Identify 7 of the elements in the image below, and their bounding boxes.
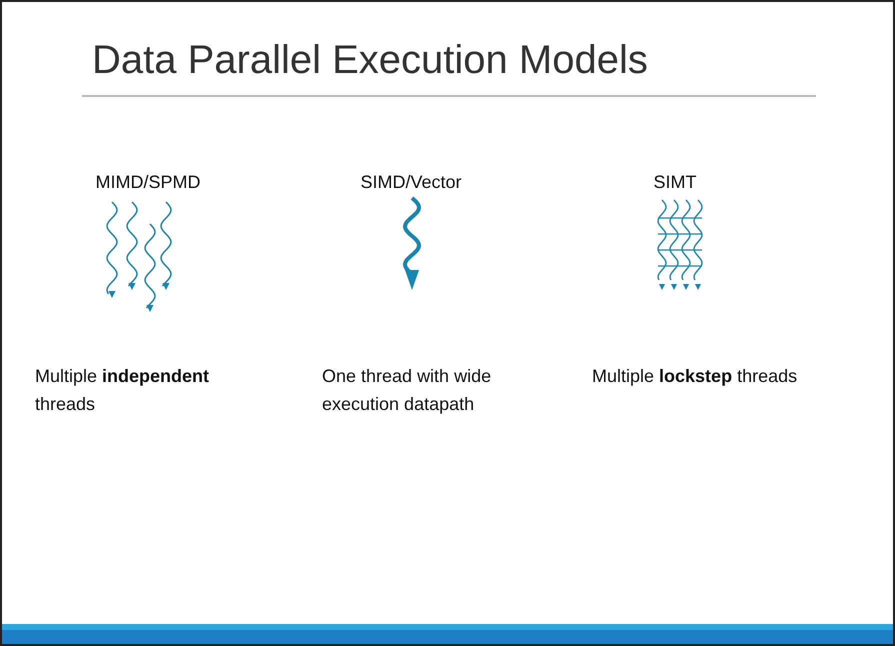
model-heading: MIMD/SPMD xyxy=(96,172,200,193)
slide-title: Data Parallel Execution Models xyxy=(92,38,648,83)
model-description: Multiple independent threads xyxy=(35,365,210,416)
model-heading: SIMD/Vector xyxy=(360,172,462,193)
model-heading: SIMT xyxy=(654,172,696,193)
model-description: Multiple lockstep threads xyxy=(592,365,798,388)
model-description: One thread with wide execution datapath xyxy=(322,365,492,416)
